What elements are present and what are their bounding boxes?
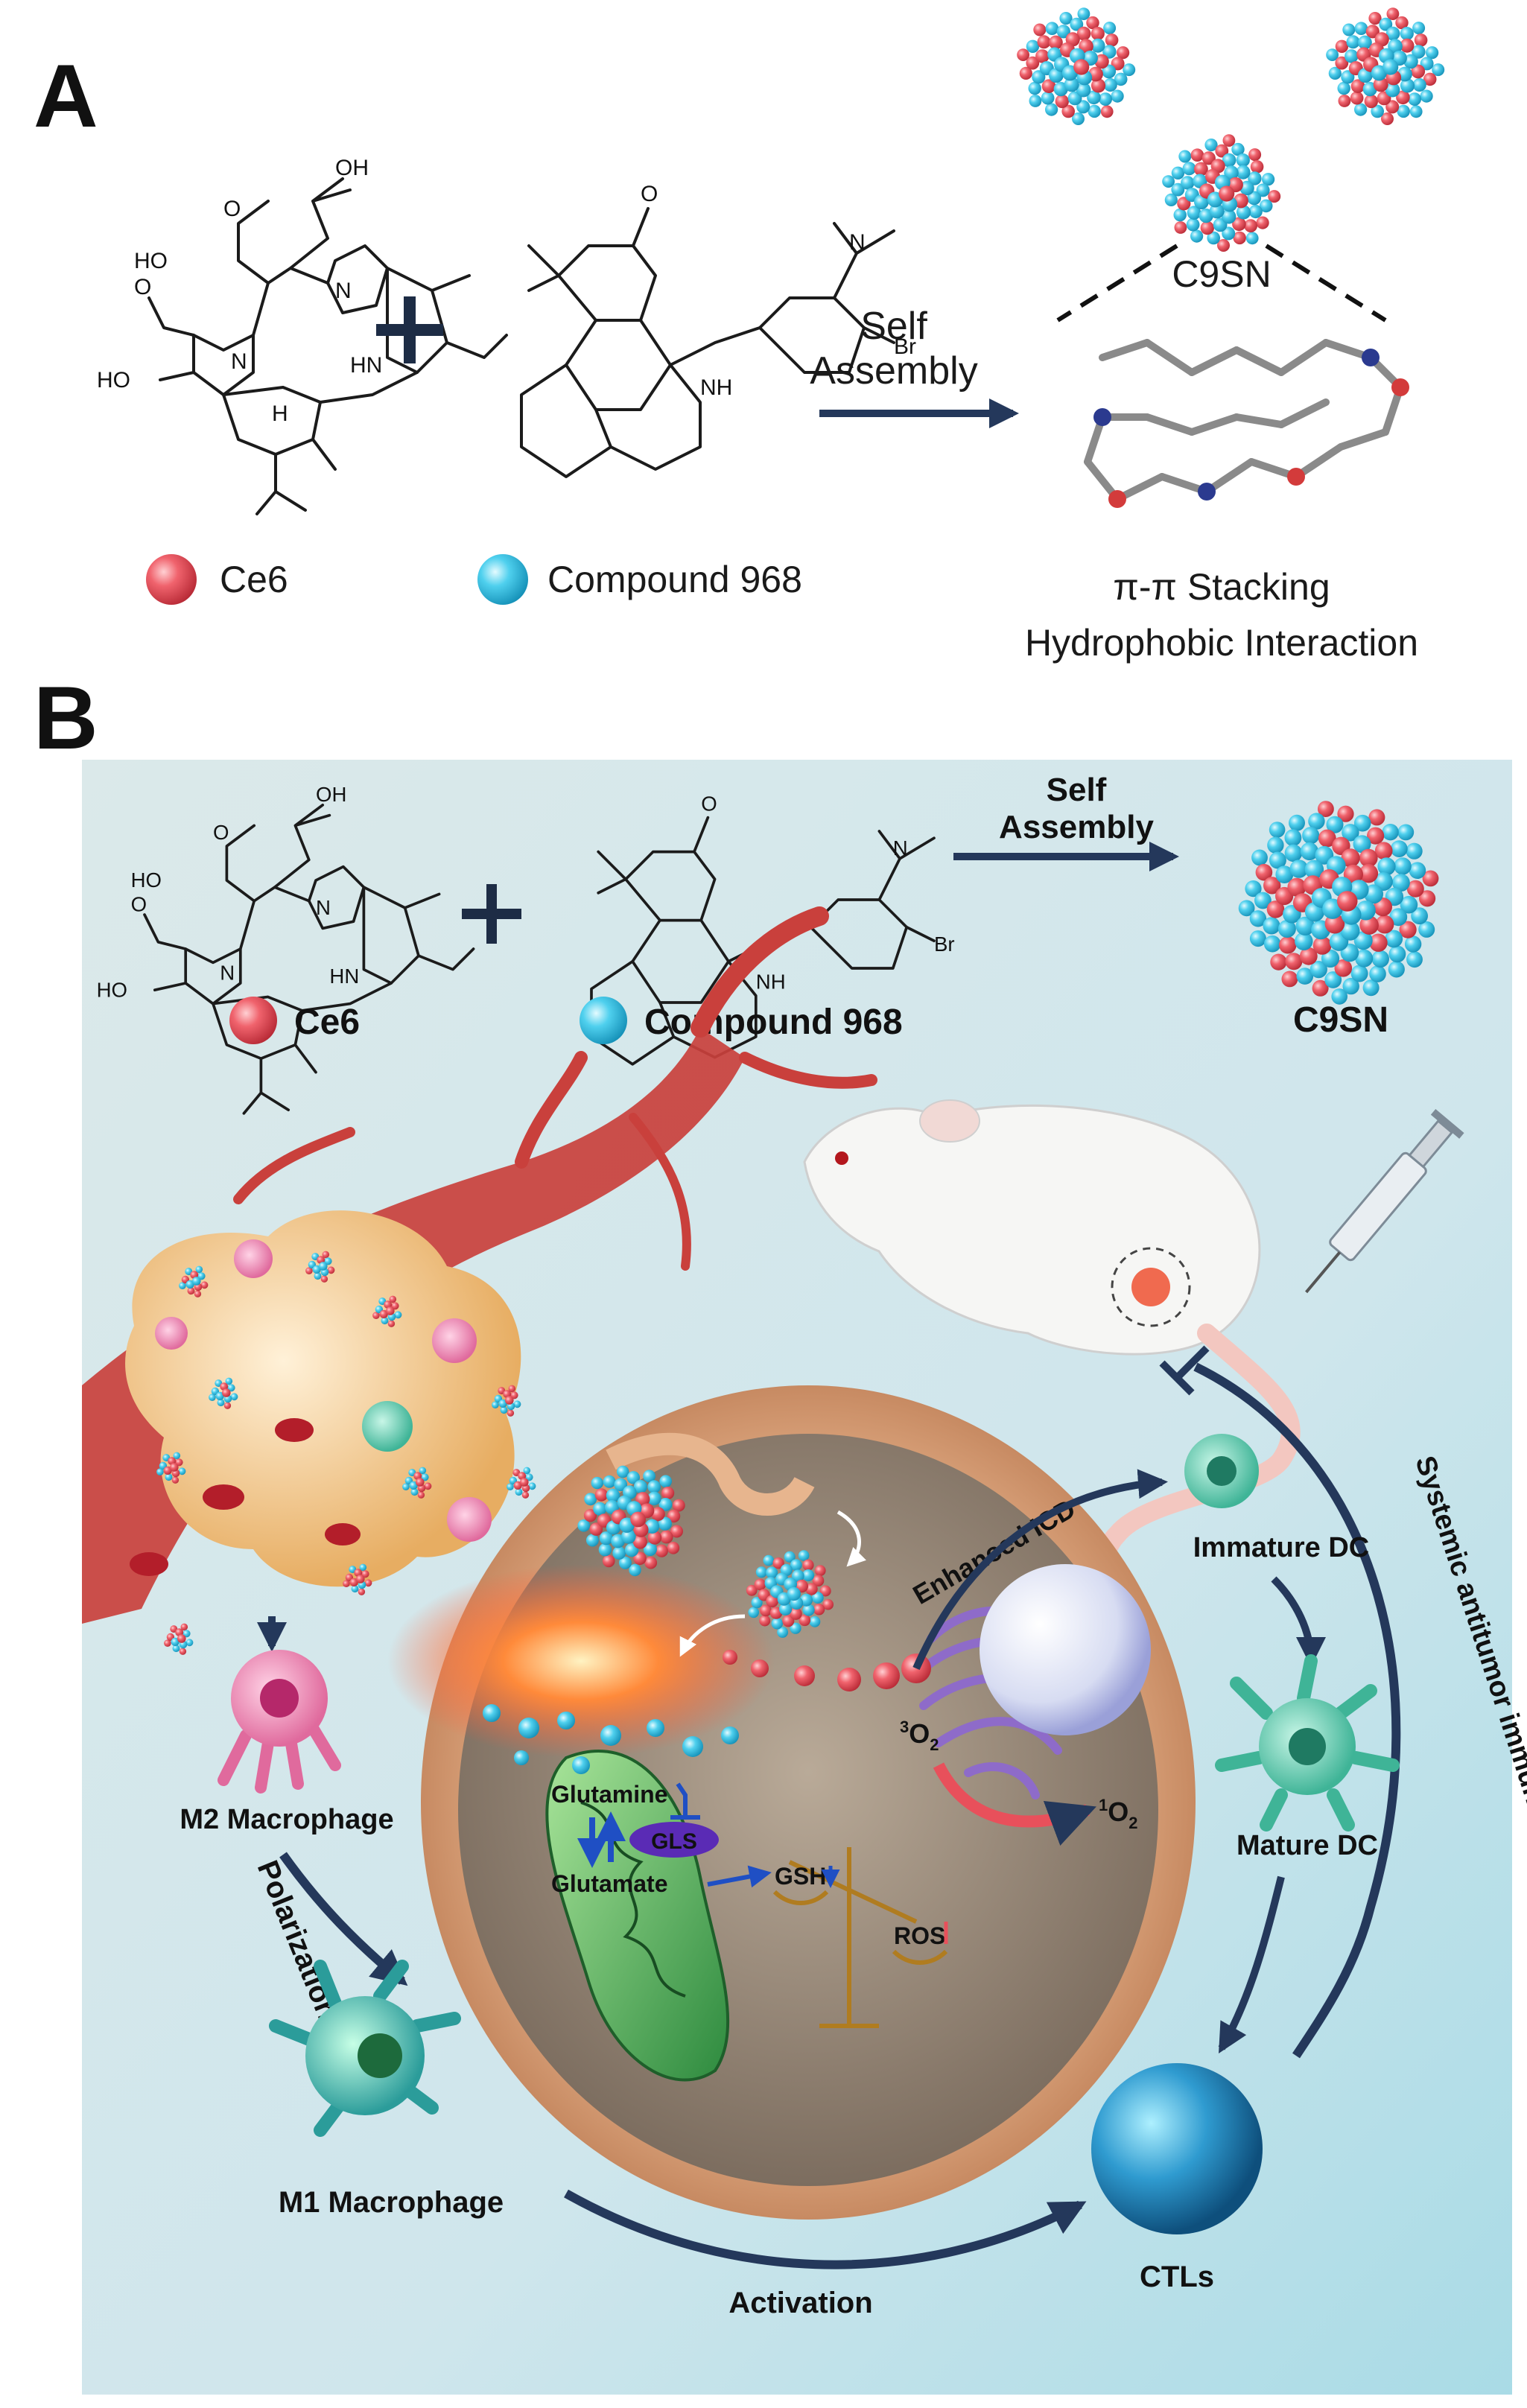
ce6-atom-h: H xyxy=(272,401,288,426)
gls-enzyme-badge xyxy=(629,1822,719,1858)
ce6-atom-ho-2: HO xyxy=(97,368,130,393)
oxygen-conversion-arrow xyxy=(933,1762,1096,1846)
ce6-atom-o-2: O xyxy=(134,275,151,299)
dc-maturation-arrow xyxy=(1271,1576,1326,1667)
nucleus xyxy=(980,1564,1151,1735)
balance-scale xyxy=(772,1847,948,2028)
plus-sign-b xyxy=(462,884,521,944)
disassembly-arrow xyxy=(679,1614,746,1657)
cell xyxy=(421,1385,1196,2220)
ce6-atom-n-1: N xyxy=(231,349,247,374)
c9sn-label-a: C9SN xyxy=(1172,253,1271,295)
zoom-line-left xyxy=(1056,244,1178,323)
panel-a-letter: A xyxy=(34,46,98,146)
inhibition-bar xyxy=(1174,1345,1210,1381)
inhibit-gls-line xyxy=(676,1782,688,1817)
compound-968-molecules xyxy=(483,1704,739,1774)
m1-macrophage-label: M1 Macrophage xyxy=(279,2186,504,2219)
glutamate-label: Glutamate xyxy=(551,1870,667,1897)
self-assembly-a-line2: Assembly xyxy=(810,349,977,393)
cmpd-legend-sphere-b xyxy=(580,997,627,1044)
ce6-atom-n-2: N xyxy=(335,279,352,303)
plus-sign-a xyxy=(376,296,443,363)
ce6-legend-label-a: Ce6 xyxy=(220,559,288,600)
ctl-label: CTLs xyxy=(1140,2261,1214,2293)
glutamine-label: Glutamine xyxy=(551,1781,667,1808)
activation-arrow xyxy=(564,2189,1087,2269)
cmpd-legend-sphere-a xyxy=(477,554,528,605)
ce6-legend-sphere-a xyxy=(146,554,197,605)
cmpd-atom-o: O xyxy=(641,182,658,206)
tumor-nanoparticles xyxy=(156,1251,536,1655)
blood-vessel xyxy=(82,906,877,1624)
self-assembly-b-line2: Assembly xyxy=(999,809,1154,845)
icd-arrow xyxy=(912,1469,1168,1671)
ce6-legend-sphere-b xyxy=(229,997,277,1044)
hydrophobic-label: Hydrophobic Interaction xyxy=(1025,622,1418,664)
ce6-atom-hn: HN xyxy=(350,353,382,378)
cmpd-atom-br: Br xyxy=(894,334,916,359)
ctl-cell xyxy=(1091,2063,1263,2234)
tumor-immune-cells xyxy=(155,1239,492,1542)
pi-stacking-label: π-π Stacking xyxy=(1113,566,1330,608)
internalized-nanoparticle xyxy=(746,1550,834,1638)
c9sn-nanoparticle-b xyxy=(1238,801,1439,1005)
ce6-atom-ho-1: HO xyxy=(134,249,168,273)
mature-dc-cell xyxy=(1215,1654,1400,1832)
gls-label: GLS xyxy=(651,1829,697,1854)
endocytosis-arrow xyxy=(836,1510,866,1567)
syringe xyxy=(1305,1109,1464,1294)
red-blood-cells xyxy=(130,1418,361,1576)
self-assembly-b-line1: Self xyxy=(1047,772,1107,808)
molecular-stick-model xyxy=(1084,339,1409,508)
gsh-label: GSH xyxy=(775,1863,826,1890)
cmpd-legend-label-b: Compound 968 xyxy=(644,1003,903,1042)
entering-nanoparticle xyxy=(577,1465,685,1577)
self-assembly-a-line1: Self xyxy=(860,305,927,348)
zoom-line-right xyxy=(1265,244,1387,323)
singlet-oxygen-label: 1O2 xyxy=(1099,1796,1138,1832)
release-glow xyxy=(387,1564,775,1758)
compound-968-structure: O N Br NH xyxy=(520,182,916,478)
cmpd-atom-n: N xyxy=(849,230,866,255)
dc-to-ctl-arrow xyxy=(1218,1875,1285,2053)
nanoparticle-a-2 xyxy=(1326,7,1445,125)
immature-dc-label: Immature DC xyxy=(1193,1532,1370,1563)
m1-macrophage-cell xyxy=(269,1960,461,2137)
ce6-legend-label-b: Ce6 xyxy=(294,1003,360,1042)
c9sn-label-b: C9SN xyxy=(1293,1000,1388,1040)
triplet-oxygen-label: 3O2 xyxy=(900,1718,939,1754)
nanoparticle-a-3 xyxy=(1162,134,1281,252)
activation-label: Activation xyxy=(728,2287,872,2319)
ce6-structure: OH HO O O HO N HN N H xyxy=(97,156,508,515)
m2-macrophage-label: M2 Macrophage xyxy=(180,1804,393,1835)
immature-dc-cell xyxy=(1184,1434,1259,1508)
cmpd-legend-label-a: Compound 968 xyxy=(547,559,802,600)
mature-dc-label: Mature DC xyxy=(1236,1830,1378,1861)
cmpd-atom-nh: NH xyxy=(700,375,732,400)
glutamate-to-gsh-arrow xyxy=(707,1865,772,1888)
polarization-arrow xyxy=(279,1852,408,1986)
ce6-atom-o-1: O xyxy=(223,197,241,221)
panel-b-letter: B xyxy=(34,668,98,768)
m2-macrophage-cell xyxy=(218,1650,341,1794)
nanoparticle-a-1 xyxy=(1017,7,1136,125)
ros-label: ROS xyxy=(894,1922,945,1949)
ce6-atom-oh-1: OH xyxy=(335,156,369,180)
